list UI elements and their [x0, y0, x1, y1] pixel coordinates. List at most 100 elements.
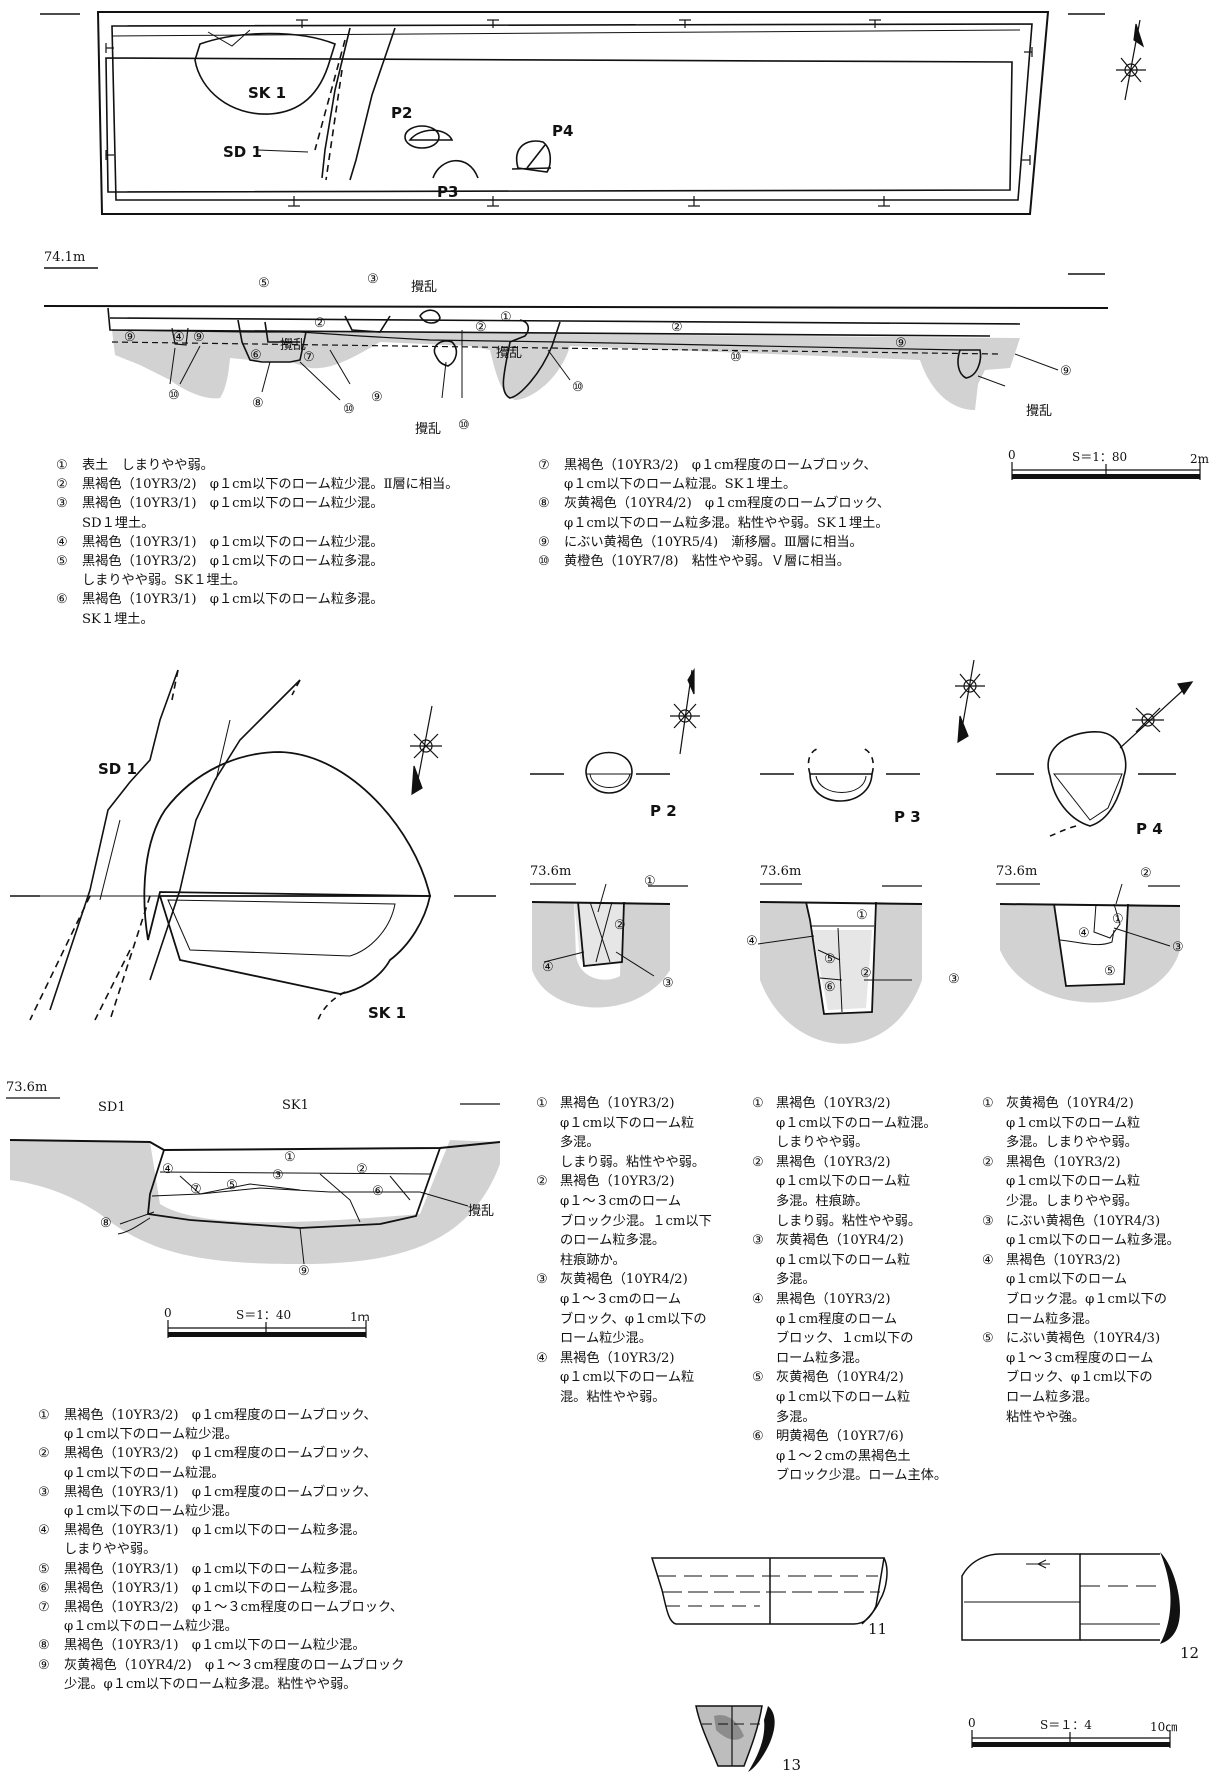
- legend-number: ③: [536, 1272, 548, 1288]
- pits-area: P 2 P 3 P 4 73.6m 73.6m 73.6m ① ② ④ ③ ① …: [520, 650, 1220, 1050]
- sk1-plan: SD 1 SK 1: [0, 660, 500, 1040]
- legend-text: 黒褐色（10YR3/2) φ１～３cm程度のロームブロック、: [64, 1600, 404, 1616]
- legend-text-continued: ローム粒多混。: [776, 1350, 868, 1366]
- legend-text-continued: φ１cm程度のローム: [776, 1311, 898, 1327]
- sk-m4: ④: [162, 1162, 174, 1177]
- marker-10d: ⑩: [572, 380, 584, 395]
- marker-1: ①: [500, 310, 512, 325]
- scale-40-zero: 0: [164, 1306, 172, 1320]
- legend-text-continued: ブロック、１cm以下の: [776, 1331, 914, 1347]
- legend-number: ⑤: [38, 1561, 50, 1577]
- legend-text-continued: φ１cm以下のローム粒多混。粘性やや弱。SK１埋土。: [564, 515, 889, 531]
- legend-text-continued: 柱痕跡か。: [560, 1252, 626, 1268]
- legend-text-continued: のローム粒多混。: [560, 1233, 666, 1249]
- legend-text-continued: φ１cm以下のローム粒混。: [776, 1115, 937, 1131]
- legend-text: 黒褐色（10YR3/1) φ１cm以下のローム粒多混。: [64, 1523, 366, 1539]
- marker-7: ⑦: [303, 350, 315, 365]
- scale-80-label: S＝1：80: [1072, 450, 1128, 464]
- marker-10a: ⑩: [730, 350, 742, 365]
- scale-bar-1-80: 0 S＝1：80 2m: [1008, 448, 1209, 494]
- marker-9e: ⑨: [371, 390, 383, 405]
- scale-bar-1-40: 0 S＝1：40 1ｍ: [162, 1306, 374, 1352]
- legend-text-continued: φ１cm以下のローム粒混。SK１埋土。: [564, 477, 797, 493]
- legend-number: ①: [752, 1096, 764, 1111]
- legend-text-continued: φ１cm以下のローム粒: [776, 1252, 911, 1268]
- legend-number: ⑧: [538, 496, 550, 512]
- trench-plan-drawing: [40, 11, 1146, 215]
- legend-number: ⑥: [38, 1580, 50, 1596]
- p4-m2: ②: [1140, 866, 1152, 881]
- legend-text-continued: 少混。しまりやや弱。: [1006, 1193, 1138, 1209]
- legend-number: ③: [38, 1484, 50, 1500]
- p3-m5: ⑤: [824, 952, 836, 967]
- p3-elev: 73.6m: [760, 864, 802, 879]
- p2-elev: 73.6m: [530, 864, 572, 879]
- p4-m1: ①: [1112, 912, 1124, 927]
- artifact-11-number: 11: [868, 1620, 888, 1638]
- legend-number: ⑩: [538, 554, 550, 570]
- artifact-13-number: 13: [782, 1756, 802, 1774]
- p3-m2: ②: [860, 966, 872, 981]
- legend-text-continued: 混。粘性やや弱。: [560, 1389, 666, 1405]
- pit-p3-label: P 3: [894, 808, 921, 826]
- p3-m4: ④: [746, 934, 758, 949]
- legend-text: 黒褐色（10YR3/2): [560, 1096, 675, 1111]
- legend-text: 黒褐色（10YR3/2) φ１cm程度のロームブロック、: [64, 1446, 377, 1462]
- label-p4: P4: [552, 122, 574, 140]
- legend-text: 灰黄褐色（10YR4/2): [560, 1272, 688, 1288]
- sk-section-sd1: SD1: [98, 1100, 126, 1115]
- scale-40-label: S＝1：40: [236, 1308, 292, 1322]
- sk1-section: 73.6m SD1 SK1 ① ④ ③ ② ⑦ ⑤ ⑥ 攪乱 ⑧ ⑨: [0, 1080, 510, 1324]
- north-arrow-icon: [1119, 681, 1194, 749]
- legend-text: 明黄褐色（10YR7/6): [776, 1429, 904, 1445]
- legend-text-continued: φ１～３cm程度のローム: [1006, 1350, 1154, 1366]
- legend-text-continued: 少混。φ１cm以下のローム粒多混。粘性やや弱。: [64, 1676, 357, 1692]
- label-p3: P3: [437, 183, 459, 201]
- legend-text: 黒褐色（10YR3/2) φ１cm程度のロームブロック、: [64, 1408, 377, 1423]
- legend-text: 黒褐色（10YR3/2): [560, 1174, 675, 1190]
- p3-m3: ③: [948, 972, 960, 987]
- legend-text-continued: ブロック少混。ローム主体。: [776, 1468, 948, 1484]
- pits-drawing: [530, 659, 1194, 1044]
- p4-m5: ⑤: [1104, 964, 1116, 979]
- legend-text: 黒褐色（10YR3/1) φ１cm以下のローム粒多混。: [82, 592, 384, 608]
- legend-number: ④: [752, 1291, 764, 1307]
- legend-text-continued: しまりやや弱。: [64, 1542, 157, 1558]
- legend-text: 黒褐色（10YR3/2): [776, 1291, 891, 1307]
- legend-number: ②: [982, 1154, 994, 1170]
- legend-text-continued: φ１cm以下のローム: [1006, 1272, 1128, 1288]
- legend-text: 黒褐色（10YR3/1) φ１cm以下のローム粒少混。: [82, 534, 384, 550]
- legend-text: 黒褐色（10YR3/2): [1006, 1252, 1121, 1268]
- legend-text-continued: しまりやや弱。: [776, 1135, 869, 1151]
- north-arrow-icon: [955, 659, 985, 744]
- legend-text: 黒褐色（10YR3/1) φ１cm以下のローム粒少混。: [64, 1638, 366, 1654]
- legend-number: ①: [982, 1096, 994, 1111]
- legend-text: 黒褐色（10YR3/1) φ１cm以下のローム粒少混。: [82, 496, 384, 512]
- legend-number: ⑥: [56, 592, 68, 608]
- legend-text: 黒褐色（10YR3/2): [776, 1154, 891, 1170]
- marker-2c: ②: [671, 320, 683, 335]
- legend-text: 灰黄褐色（10YR4/2): [776, 1233, 904, 1249]
- legend-text-continued: φ１cm以下のローム粒: [1006, 1115, 1141, 1131]
- legend-text-continued: 多混。: [776, 1409, 816, 1425]
- sk-disturb: 攪乱: [468, 1204, 495, 1219]
- marker-3: ③: [367, 272, 379, 287]
- disturb-label-1: 攪乱: [411, 280, 438, 295]
- legend-text-continued: φ１～３cmのローム: [560, 1193, 682, 1209]
- legend-text-continued: φ１cm以下のローム粒少混。: [64, 1504, 238, 1520]
- legend-number: ⑤: [752, 1370, 764, 1386]
- scale-4-end: 10㎝: [1150, 1720, 1178, 1734]
- scale-80-end: 2m: [1190, 452, 1210, 466]
